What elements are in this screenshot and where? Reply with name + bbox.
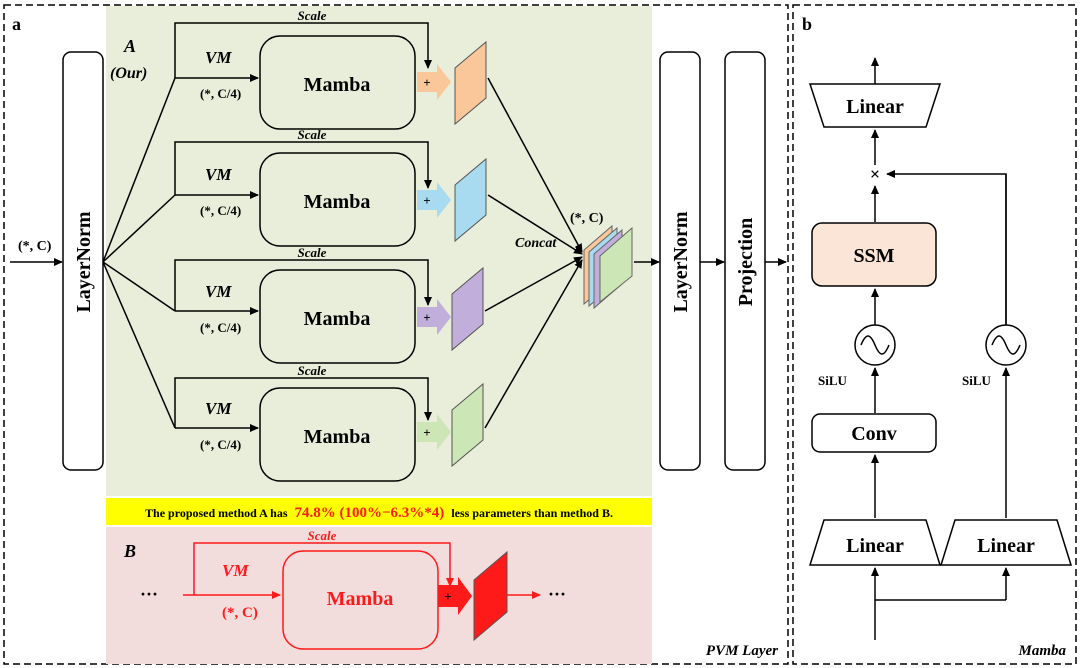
branch-2: Scale VM (*, C/4) Mamba +: [174, 127, 487, 247]
branch-3-mamba-label: Mamba: [304, 308, 371, 330]
note-after: less parameters than method B.: [451, 506, 613, 520]
linear-left-label: Linear: [846, 535, 904, 557]
branch-1: Scale VM (*, C/4) Mamba +: [174, 8, 487, 130]
method-b-plus: +: [444, 589, 451, 604]
projection-block: [724, 51, 766, 471]
method-b-vm: VM: [222, 561, 249, 580]
layernorm-block-2: [659, 51, 701, 471]
ssm-label: SSM: [853, 245, 894, 267]
silu-right-label: SiLU: [962, 373, 992, 388]
linear-left-block: [808, 519, 942, 566]
branch-4-vm: VM: [205, 399, 232, 418]
branch-4-shape: (*, C/4): [200, 437, 241, 452]
panel-b-letter: b: [802, 14, 812, 34]
branch-3-plus: +: [423, 310, 430, 325]
layernorm-label-1: LayerNorm: [73, 211, 95, 312]
linear-right-block: [939, 519, 1073, 566]
multiply-symbol: ×: [870, 164, 880, 184]
branch-1-plus: +: [423, 75, 430, 90]
branch-3: Scale VM (*, C/4) Mamba +: [174, 245, 484, 364]
branch-2-vm: VM: [205, 165, 232, 184]
branch-3-feature: [451, 266, 484, 352]
note-highlight: 74.8% (100%−6.3%*4): [295, 505, 445, 521]
method-b: B ··· Scale VM (*, C) Mamba + ···: [123, 528, 566, 650]
conv-label: Conv: [851, 423, 897, 445]
method-b-plus-arrow: [438, 577, 472, 615]
branch-2-plus-arrow: [417, 182, 451, 218]
branch-1-mamba-label: Mamba: [304, 74, 371, 96]
projection-label: Projection: [735, 218, 757, 307]
method-b-ellipsis-right: ···: [548, 584, 566, 604]
branch-1-feature: [454, 40, 487, 126]
branch-4-mamba-label: Mamba: [304, 426, 371, 448]
method-b-label: B: [123, 541, 136, 561]
branch-3-mamba: [259, 269, 416, 364]
conv-block: [811, 413, 937, 453]
branch-3-shape: (*, C/4): [200, 320, 241, 335]
branch-3-plus-arrow: [417, 299, 451, 335]
mamba-input-split: [871, 567, 1010, 640]
top-linear-label: Linear: [846, 96, 904, 118]
branch-2-shape: (*, C/4): [200, 203, 241, 218]
branch-1-mamba: [259, 35, 416, 130]
branch-4-plus-arrow: [417, 414, 451, 450]
branch-3-vm: VM: [205, 282, 232, 301]
concat-shape: (*, C): [570, 211, 604, 226]
branch-2-mamba: [259, 152, 416, 247]
branch-2-feature: [454, 157, 487, 243]
branch-4-feature: [451, 382, 484, 468]
concat-label: Concat: [515, 236, 557, 251]
branch-1-vm: VM: [205, 48, 232, 67]
branch-1-shape: (*, C/4): [200, 86, 241, 101]
pvm-layer-label: PVM Layer: [706, 643, 778, 659]
method-b-mamba-label: Mamba: [327, 588, 394, 610]
branch-4-scale: Scale: [298, 363, 327, 378]
branch-4-plus: +: [423, 425, 430, 440]
panel-b-frame: [792, 4, 1077, 665]
concat-feature-stack: [583, 224, 633, 310]
method-a-background: [106, 6, 652, 496]
method-b-scale: Scale: [308, 528, 337, 543]
branch-4: Scale VM (*, C/4) Mamba +: [174, 363, 484, 482]
panel-a-letter: a: [12, 14, 21, 34]
comparison-note-background: [106, 498, 652, 525]
method-a-sub: (Our): [110, 65, 147, 82]
branch-4-mamba: [259, 387, 416, 482]
method-b-ellipsis-left: ···: [140, 584, 158, 604]
branch-1-scale: Scale: [298, 8, 327, 23]
input-shape: (*, C): [18, 239, 52, 254]
layernorm-label-2: LayerNorm: [670, 211, 692, 312]
branch-3-scale: Scale: [298, 245, 327, 260]
panel-a-frame: [3, 4, 789, 665]
mamba-footer-label: Mamba: [1017, 643, 1066, 659]
linear-right-label: Linear: [977, 535, 1035, 557]
silu-left-label: SiLU: [818, 373, 848, 388]
concat-lines: [484, 77, 583, 429]
fanout-lines: [102, 77, 176, 429]
branch-1-plus-arrow: [417, 64, 451, 100]
silu-right-wave: [991, 335, 1021, 355]
branch-2-mamba-label: Mamba: [304, 191, 371, 213]
silu-left-wave: [860, 335, 890, 355]
method-b-feature: [473, 550, 508, 642]
comparison-note: The proposed method A has 74.8% (100%−6.…: [145, 505, 613, 521]
ssm-block: [811, 222, 937, 287]
branch-2-scale: Scale: [298, 127, 327, 142]
method-a-label: A: [123, 36, 136, 56]
note-before: The proposed method A has: [145, 506, 288, 520]
top-linear-block: [808, 83, 942, 128]
method-b-shape: (*, C): [222, 605, 258, 621]
branch-2-plus: +: [423, 193, 430, 208]
